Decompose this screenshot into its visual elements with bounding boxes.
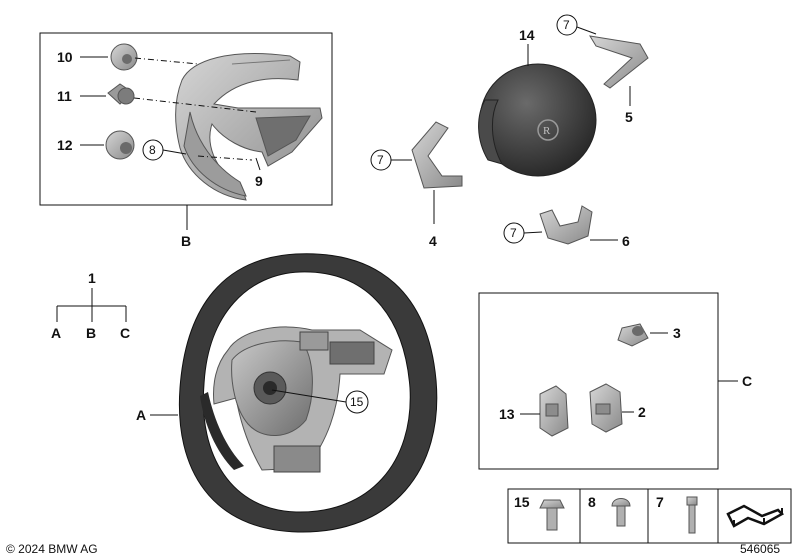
rear-cover-part-9[interactable] [175, 53, 323, 201]
legend-label-8[interactable]: 8 [588, 494, 596, 510]
diagram-number: 546065 [740, 542, 780, 556]
switch-part-2[interactable] [589, 383, 623, 433]
label-9[interactable]: 9 [255, 173, 263, 189]
label-c-group[interactable]: C [742, 373, 752, 389]
trim-part-6[interactable] [539, 205, 593, 245]
label-7-bottom[interactable]: 7 [510, 226, 517, 240]
bolt-part-15[interactable] [539, 499, 565, 531]
screw-part-8[interactable] [611, 498, 631, 527]
label-7-top[interactable]: 7 [563, 18, 570, 32]
assembly-tree: 1 A B C [51, 270, 130, 341]
airbag-module-part-14[interactable]: R [478, 63, 597, 177]
label-13[interactable]: 13 [499, 406, 515, 422]
label-3[interactable]: 3 [673, 325, 681, 341]
label-b-group[interactable]: B [181, 233, 191, 249]
legend-label-7[interactable]: 7 [656, 494, 664, 510]
label-5[interactable]: 5 [625, 109, 633, 125]
cap-part-12[interactable] [105, 130, 135, 160]
label-6[interactable]: 6 [622, 233, 630, 249]
screw-part-7[interactable] [686, 496, 698, 534]
trim-part-4[interactable] [411, 121, 463, 189]
trim-part-5[interactable] [589, 35, 649, 89]
sleeve-part-3[interactable] [617, 323, 649, 347]
badge-part-10[interactable] [110, 43, 138, 71]
generic-part-icon [726, 504, 785, 528]
label-4[interactable]: 4 [429, 233, 437, 249]
label-15-circled[interactable]: 15 [350, 395, 364, 409]
legend-label-15[interactable]: 15 [514, 494, 530, 510]
label-c-tree[interactable]: C [120, 325, 130, 341]
label-14[interactable]: 14 [519, 27, 535, 43]
group-c-frame [478, 292, 719, 470]
label-a-tree[interactable]: A [51, 325, 61, 341]
label-11[interactable]: 11 [57, 88, 72, 104]
fastener-legend: 15 8 7 [507, 488, 792, 544]
svg-text:R: R [543, 125, 551, 137]
label-b-tree[interactable]: B [86, 325, 96, 341]
group-c: C 3 2 13 [478, 292, 752, 470]
copyright: © 2024 BMW AG [6, 542, 98, 556]
label-12[interactable]: 12 [57, 137, 73, 153]
grommet-part-11[interactable] [107, 83, 135, 105]
label-2[interactable]: 2 [638, 404, 646, 420]
switch-part-13[interactable] [539, 385, 569, 437]
label-10[interactable]: 10 [57, 49, 73, 65]
steering-wheel-part-a[interactable] [178, 253, 438, 533]
label-a-wheel[interactable]: A [136, 407, 146, 423]
label-7-left[interactable]: 7 [377, 153, 384, 167]
group-b-frame [39, 32, 333, 206]
label-1[interactable]: 1 [88, 270, 96, 286]
label-8-circled[interactable]: 8 [149, 143, 156, 157]
group-b: B 10 11 1 [39, 32, 333, 249]
